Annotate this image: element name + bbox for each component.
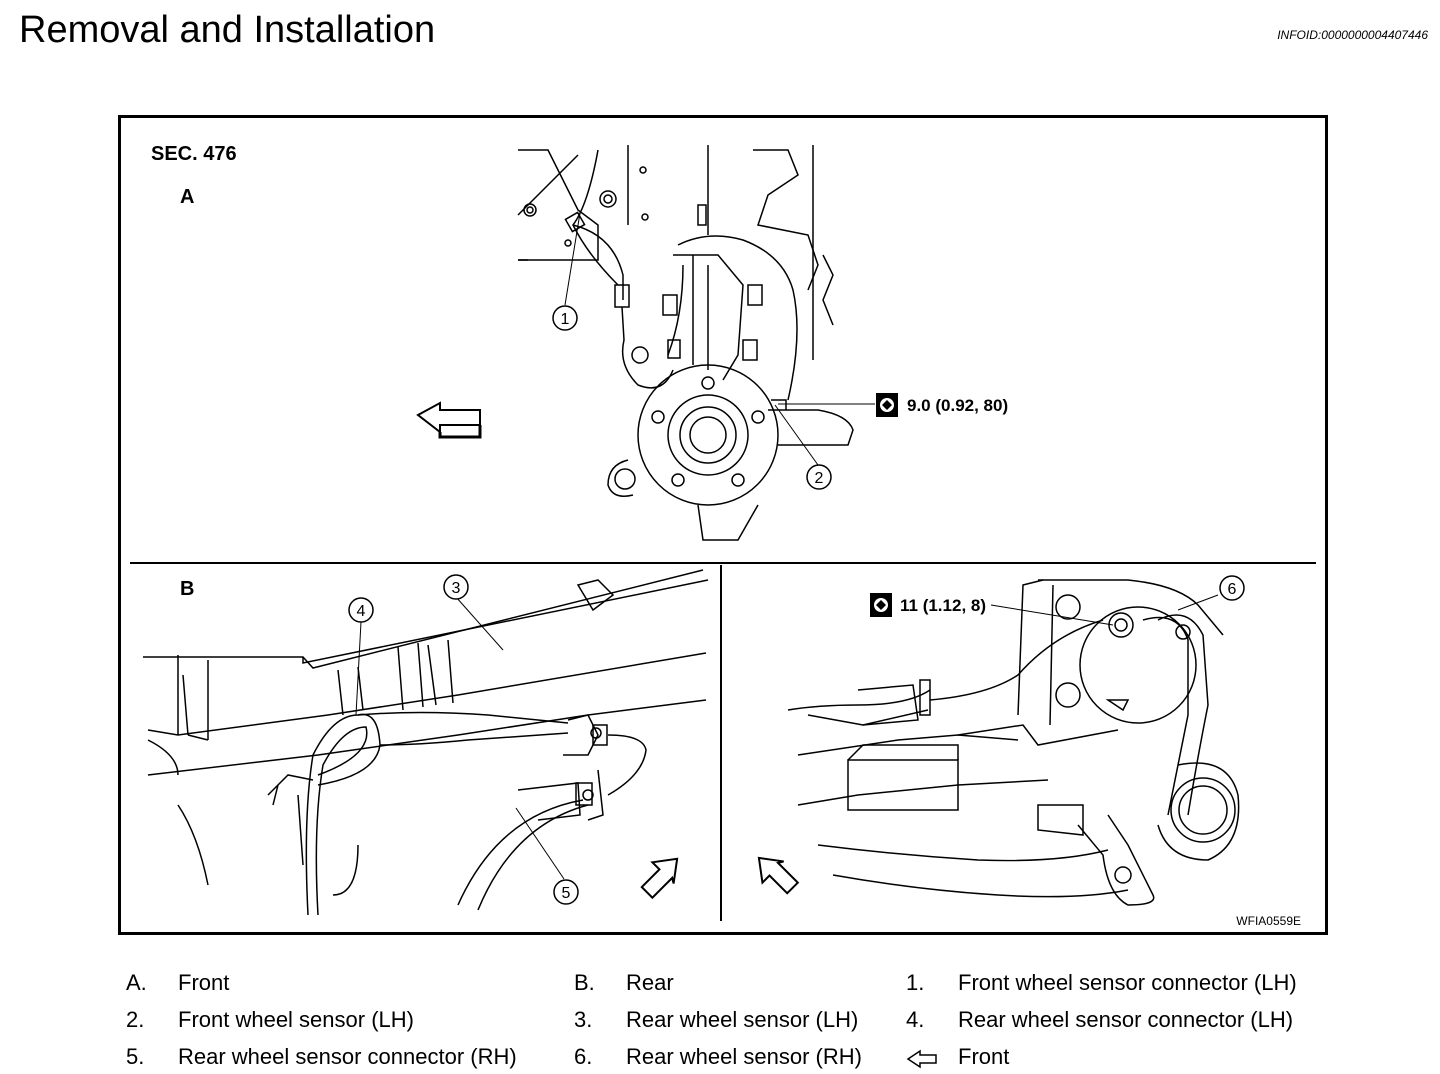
legend-key: 4. — [906, 1007, 925, 1032]
callout-6: 6 — [1177, 575, 1245, 611]
front-knuckle-drawing — [517, 145, 854, 541]
callout-4-number: 4 — [357, 603, 366, 620]
legend-key: A. — [126, 970, 147, 995]
callout-1: 1 — [552, 212, 581, 331]
legend-key: 1. — [906, 970, 925, 995]
legend-text: Rear wheel sensor connector (LH) — [958, 1007, 1294, 1032]
section-label: SEC. 476 — [151, 143, 237, 165]
callout-4: 4 — [348, 597, 374, 716]
page-title: Removal and Installation — [19, 9, 436, 51]
front-arrow-icon-rear-lh — [640, 857, 679, 900]
torque-spec-front: 9.0 (0.92, 80) — [778, 393, 1008, 417]
front-arrow-icon — [416, 401, 482, 439]
rear-rh-drawing — [787, 579, 1240, 906]
info-id: INFOID:0000000004407446 — [1277, 28, 1428, 42]
panel-b-label: B — [180, 578, 194, 600]
callout-5-number: 5 — [562, 885, 571, 902]
legend-text: Rear — [626, 970, 674, 995]
rear-lh-drawing — [143, 569, 709, 916]
panel-a-label: A — [180, 186, 194, 208]
legend-text: Rear wheel sensor (LH) — [626, 1007, 859, 1032]
legend-key: 3. — [574, 1007, 593, 1032]
torque-wrench-icon — [876, 393, 898, 417]
front-arrow-icon-rear-rh — [757, 856, 800, 895]
legend-text: Rear wheel sensor (RH) — [626, 1044, 862, 1069]
legend-text: Rear wheel sensor connector (RH) — [178, 1044, 517, 1069]
figure-frame — [118, 115, 1328, 935]
callout-2-number: 2 — [815, 470, 824, 487]
torque-front-value: 9.0 (0.92, 80) — [907, 396, 1008, 415]
legend-key: 6. — [574, 1044, 593, 1069]
legend-text: Front wheel sensor connector (LH) — [958, 970, 1297, 995]
callout-3-number: 3 — [452, 580, 461, 597]
torque-rear-value: 11 (1.12, 8) — [900, 596, 986, 615]
callout-5: 5 — [515, 807, 579, 905]
callout-6-number: 6 — [1228, 581, 1237, 598]
legend-text: Front wheel sensor (LH) — [178, 1007, 414, 1032]
illustration-figure: SEC. 476 A B — [118, 115, 1328, 935]
legend: A. Front B. Rear 1. Front wheel sensor c… — [0, 963, 1440, 1073]
figure-code: WFIA0559E — [1236, 914, 1301, 928]
legend-text: Front — [958, 1044, 1010, 1069]
legend-text: Front — [178, 970, 230, 995]
legend-key: B. — [574, 970, 595, 995]
legend-key: 5. — [126, 1044, 145, 1069]
callout-1-number: 1 — [561, 311, 570, 328]
torque-spec-rear: 11 (1.12, 8) — [870, 593, 1114, 626]
torque-wrench-icon-rear — [870, 593, 892, 617]
legend-key: 2. — [126, 1007, 145, 1032]
figure-svg: SEC. 476 A B — [118, 115, 1328, 935]
callout-2: 2 — [774, 404, 832, 490]
callout-3: 3 — [443, 574, 504, 651]
